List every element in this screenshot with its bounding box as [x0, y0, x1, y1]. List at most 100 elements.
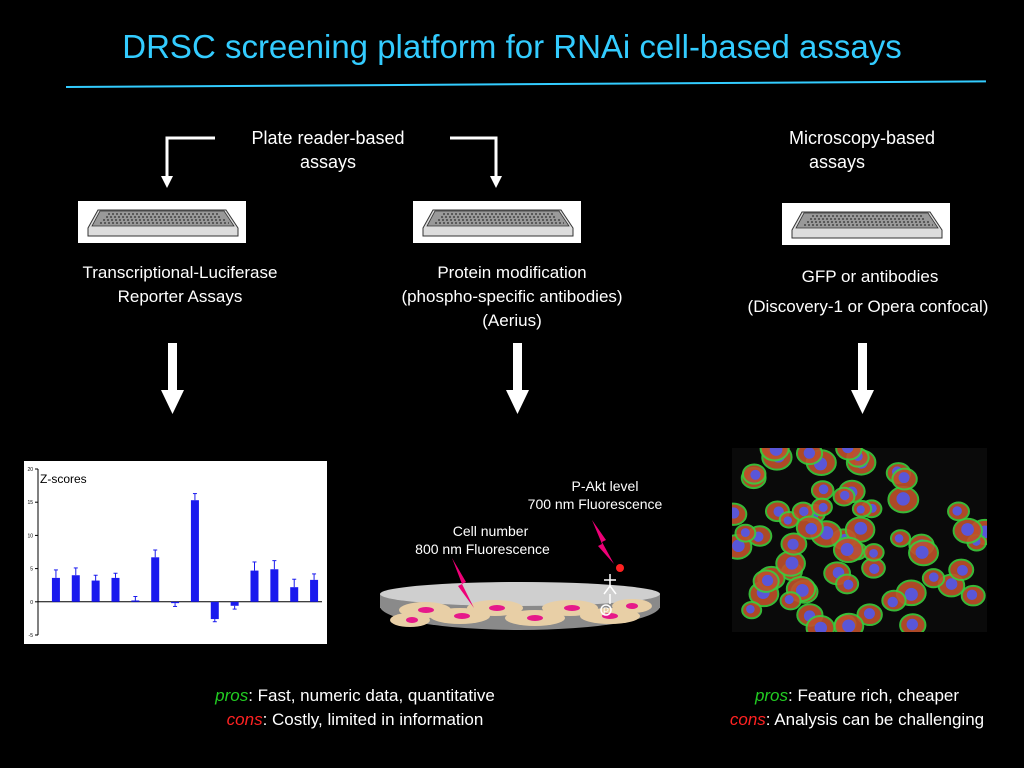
microscopy-line2: assays: [808, 152, 866, 172]
micro-nucleus: [842, 619, 856, 632]
chart-bar: [190, 500, 199, 602]
pros-left-label: pros: [215, 686, 249, 705]
cell-number-line1: Cell number: [452, 523, 529, 539]
micro-nucleus: [795, 583, 809, 597]
chart-y-tick-label: 20: [27, 467, 33, 473]
zscore-chart-panel: 20 15 10 5 0 -5 Z-scores: [24, 461, 327, 644]
chart-bar: [250, 570, 259, 602]
microplate-icon-3: [782, 203, 950, 245]
col2-line2: (phospho-specific antibodies): [401, 287, 623, 306]
micro-nucleus: [818, 484, 829, 495]
cell-number-line2: 800 nm Fluorescence: [415, 541, 550, 557]
micro-nucleus: [840, 543, 854, 557]
dye-dot: [616, 564, 624, 572]
bracket-arrow-left: [161, 136, 215, 188]
chart-y-tick-label: 15: [27, 500, 33, 506]
chart-y-tick-label: 10: [27, 533, 33, 539]
micro-nucleus: [869, 548, 878, 558]
cons-left-text: : Costly, limited in information: [262, 710, 484, 729]
micro-nucleus: [769, 448, 783, 456]
micro-nucleus: [732, 539, 745, 553]
micro-nucleus: [904, 587, 918, 601]
chart-bar: [310, 579, 319, 602]
pros-left: pros: Fast, numeric data, quantitative: [150, 684, 560, 708]
phospho-molecule: [600, 574, 617, 616]
chart-title: Z-scores: [40, 472, 87, 486]
down-arrow-3: [851, 343, 874, 414]
micro-nucleus: [915, 545, 929, 559]
micro-nucleus: [783, 516, 792, 525]
micro-nucleus: [787, 538, 799, 550]
micro-nucleus: [761, 574, 774, 587]
cons-right-label: cons: [729, 710, 766, 729]
micro-nucleus: [957, 564, 968, 576]
plate-reader-line1: Plate reader-based: [251, 128, 405, 148]
micro-nucleus: [784, 595, 794, 605]
chart-y-tick-label: 5: [30, 567, 33, 573]
micro-nucleus: [896, 492, 910, 506]
bracket-arrow-right: [450, 136, 502, 188]
microscopy-line1: Microscopy-based: [788, 128, 936, 148]
lightning-cell-number: [452, 558, 474, 608]
micro-nucleus: [894, 534, 904, 543]
col1-line2: Reporter Assays: [117, 287, 243, 306]
chart-y-tick-label: 0: [30, 600, 33, 606]
micro-nucleus: [928, 572, 939, 582]
pros-right-label: pros: [754, 686, 789, 705]
col3-description: GFP or antibodies (Discovery-1 or Opera …: [712, 262, 1024, 322]
chart-bar: [230, 601, 239, 606]
down-arrow-2: [506, 343, 529, 414]
micro-nucleus: [740, 528, 750, 538]
cons-right: cons: Analysis can be challenging: [690, 708, 1024, 732]
phospho-label: P: [603, 606, 609, 616]
micro-nucleus: [898, 472, 910, 484]
chart-bar: [270, 569, 279, 602]
cons-left: cons: Costly, limited in information: [150, 708, 560, 732]
microscopy-header: Microscopy-based assays: [752, 126, 972, 174]
cons-left-label: cons: [226, 710, 263, 729]
col2-description: Protein modification (phospho-specific a…: [362, 261, 662, 333]
pros-left-text: : Fast, numeric data, quantitative: [248, 686, 495, 705]
micro-nucleus: [887, 596, 898, 608]
micro-cell: [835, 448, 863, 461]
micro-nucleus: [814, 621, 828, 632]
micro-nucleus: [863, 608, 875, 620]
chart-bar: [91, 580, 100, 602]
dish-top: [380, 582, 660, 606]
cell-number-annotation: Cell number 800 nm Fluorescence: [395, 522, 570, 558]
micro-nucleus: [840, 490, 850, 501]
microplate-icon-1: [78, 201, 246, 243]
micro-nucleus: [799, 506, 809, 517]
chart-bar: [290, 587, 299, 602]
chart-bar: [131, 600, 140, 602]
micro-nucleus: [842, 448, 854, 454]
chart-bar: [51, 577, 60, 602]
micro-nucleus: [805, 522, 818, 535]
micro-nucleus: [746, 604, 755, 614]
chart-bar: [151, 557, 160, 602]
micro-nucleus: [750, 469, 761, 480]
pros-right: pros: Feature rich, cheaper: [690, 684, 1024, 708]
col3-line1: GFP or antibodies: [801, 267, 939, 286]
micro-nucleus: [854, 521, 868, 535]
chart-y-tick-label: -5: [29, 633, 34, 639]
micro-nucleus: [785, 556, 799, 570]
pros-right-text: : Feature rich, cheaper: [788, 686, 960, 705]
micro-nucleus: [732, 507, 740, 519]
col2-line3: (Aerius): [482, 311, 542, 330]
lightning-pakt: [592, 520, 614, 564]
slide-title: DRSC screening platform for RNAi cell-ba…: [122, 28, 902, 65]
micro-nucleus: [945, 578, 958, 590]
micro-nucleus: [803, 448, 816, 459]
plate-reader-header: Plate reader-based assays: [218, 126, 438, 174]
micro-nucleus: [856, 505, 865, 514]
micro-nucleus: [869, 563, 880, 574]
micro-nucleus: [843, 579, 854, 590]
microscopy-image: [732, 448, 987, 632]
col2-line1: Protein modification: [437, 263, 587, 282]
footer-right: pros: Feature rich, cheaper cons: Analys…: [690, 684, 1024, 732]
chart-bar: [71, 575, 80, 602]
micro-nucleus: [961, 523, 974, 536]
chart-bar: [111, 577, 120, 602]
